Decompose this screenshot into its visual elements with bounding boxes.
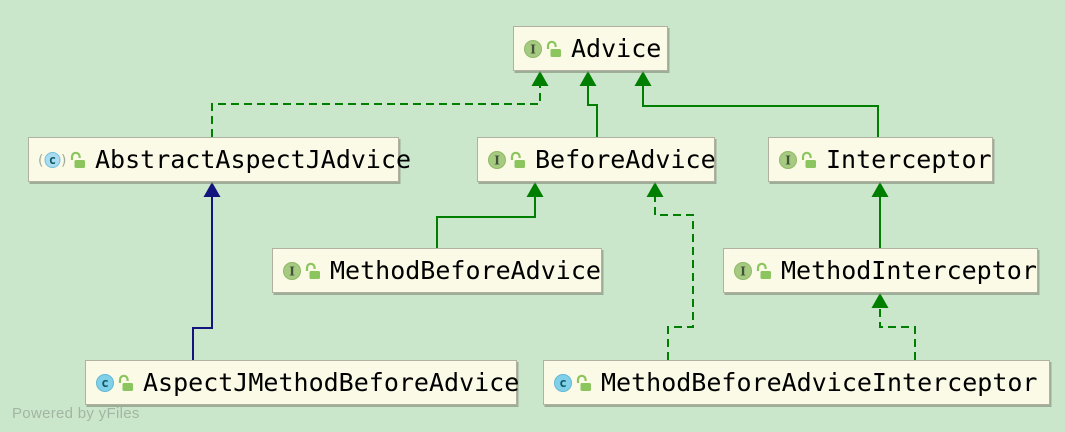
arrowhead-method-interceptor-to-interceptor — [871, 182, 889, 197]
node-label: AbstractAspectJAdvice — [95, 145, 412, 174]
unlocked-lock-icon — [510, 151, 525, 168]
node-advice[interactable]: I Advice — [513, 26, 668, 71]
svg-text:I: I — [530, 42, 536, 56]
arrowhead-method-before-advice-interceptor-to-before-advice — [646, 182, 664, 197]
edge-method-before-advice-to-before-advice — [436, 195, 536, 248]
svg-text:(: ( — [38, 153, 43, 169]
arrowhead-method-before-advice-interceptor-to-method-interceptor — [871, 293, 889, 308]
interface-icon: I — [524, 39, 542, 58]
interface-icon: I — [779, 150, 797, 169]
interface-icon: I — [283, 261, 301, 280]
svg-text:): ) — [61, 153, 66, 169]
node-interceptor[interactable]: I Interceptor — [768, 137, 993, 182]
unlocked-lock-icon — [70, 151, 85, 168]
svg-text:c: c — [559, 375, 567, 390]
node-icons: c — [95, 373, 135, 393]
node-label: Interceptor — [826, 145, 992, 174]
node-aspectj-method-before-advice[interactable]: c AspectJMethodBeforeAdvice — [85, 360, 520, 405]
node-label: MethodBeforeAdvice — [330, 256, 601, 285]
node-label: MethodBeforeAdviceInterceptor — [601, 368, 1038, 397]
edge-before-advice-to-advice — [587, 84, 598, 137]
node-icons: I — [282, 261, 322, 281]
arrowhead-method-before-advice-to-before-advice — [526, 182, 544, 197]
unlocked-lock-icon — [546, 40, 561, 57]
node-icons: I — [523, 39, 563, 59]
yfiles-watermark: Powered by yFiles — [12, 405, 140, 422]
unlocked-lock-icon — [118, 374, 133, 391]
edge-method-before-advice-interceptor-to-method-interceptor — [879, 306, 916, 360]
node-label: BeforeAdvice — [535, 145, 716, 174]
node-method-before-advice-interceptor[interactable]: c MethodBeforeAdviceInterceptor — [543, 360, 1050, 405]
node-label: MethodInterceptor — [781, 256, 1037, 285]
node-method-before-advice[interactable]: I MethodBeforeAdvice — [272, 248, 602, 293]
arrowhead-interceptor-to-advice — [634, 71, 652, 86]
node-icons: I — [778, 150, 818, 170]
svg-text:I: I — [785, 153, 791, 167]
node-label: AspectJMethodBeforeAdvice — [143, 368, 520, 397]
node-icons: ( c) — [38, 150, 87, 170]
node-icons: c — [553, 373, 593, 393]
svg-text:c: c — [101, 375, 109, 390]
node-icons: I — [487, 150, 527, 170]
interface-icon: I — [734, 261, 752, 280]
svg-text:I: I — [289, 264, 295, 278]
arrowhead-abstract-aspectj-advice-to-advice — [531, 71, 549, 86]
node-icons: I — [733, 261, 773, 281]
arrowhead-aspectj-method-before-advice-to-abstract-aspectj-advice — [203, 182, 221, 197]
unlocked-lock-icon — [305, 262, 320, 279]
node-before-advice[interactable]: I BeforeAdvice — [477, 137, 716, 182]
unlocked-lock-icon — [801, 151, 816, 168]
edge-interceptor-to-advice — [642, 84, 879, 137]
node-method-interceptor[interactable]: I MethodInterceptor — [723, 248, 1038, 293]
edge-abstract-aspectj-advice-to-advice — [211, 84, 541, 137]
class-icon: c — [554, 373, 572, 392]
unlocked-lock-icon — [576, 374, 591, 391]
interface-icon: I — [488, 150, 506, 169]
unlocked-lock-icon — [756, 262, 771, 279]
edge-method-before-advice-interceptor-to-before-advice — [654, 195, 694, 360]
node-abstract-aspectj-advice[interactable]: ( c) AbstractAspectJAdvice — [28, 137, 411, 182]
svg-text:c: c — [49, 153, 56, 167]
abstract-class-icon: ( c) — [38, 151, 66, 169]
svg-text:I: I — [494, 153, 500, 167]
svg-text:I: I — [740, 264, 746, 278]
node-label: Advice — [571, 34, 662, 63]
arrowhead-before-advice-to-advice — [579, 71, 597, 86]
class-icon: c — [96, 373, 114, 392]
edge-aspectj-method-before-advice-to-abstract-aspectj-advice — [192, 195, 213, 360]
